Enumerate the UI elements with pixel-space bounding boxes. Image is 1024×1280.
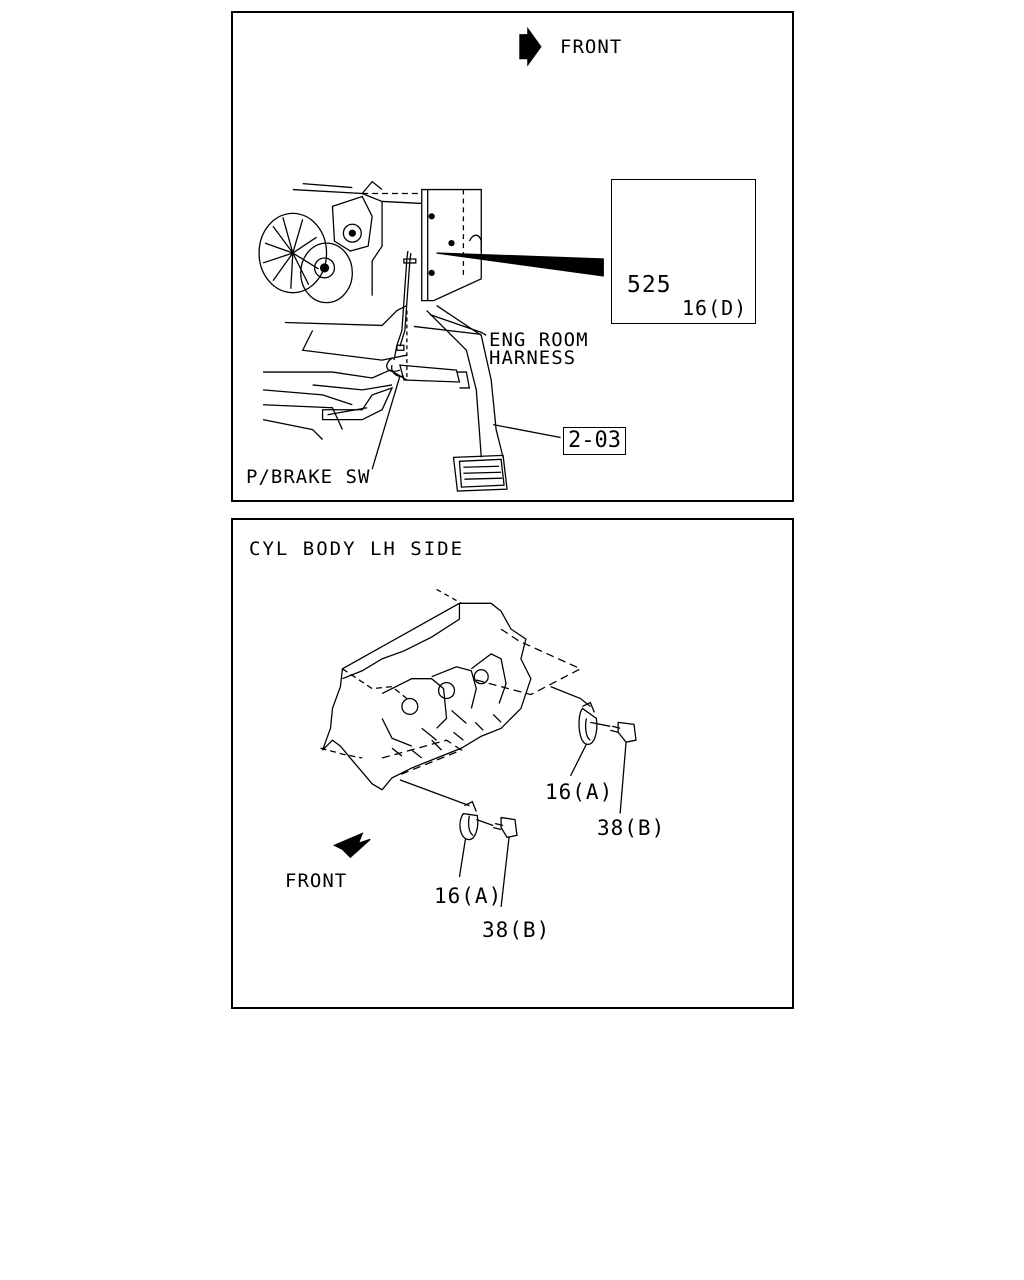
pedal-arm-drawing [391, 305, 508, 492]
front-label: FRONT [560, 36, 623, 58]
pedal-bracket-drawing [421, 188, 604, 302]
callout-38b-lower: 38(B) [482, 918, 551, 942]
brake-pedal-diagram-panel: FRONT ENG ROOM HARNESS P/BRAKE SW 2-03 5… [231, 11, 794, 502]
upper-clip-bolt-drawing [569, 701, 637, 814]
inset-detail-box: 525 16(D) [611, 179, 756, 324]
harness-wire-drawing [386, 250, 487, 372]
front-arrow-icon [519, 26, 542, 67]
part-number-16d: 16(D) [682, 296, 748, 320]
engine-fan-drawing [258, 180, 422, 440]
callout-16a-upper: 16(A) [545, 780, 614, 804]
callout-leaders [371, 325, 561, 470]
front-arrow-icon [332, 832, 371, 859]
reference-code-box: 2-03 [563, 427, 626, 455]
front-label: FRONT [285, 870, 348, 892]
lower-clip-bolt-drawing [458, 800, 518, 907]
eng-room-harness-label-line1: ENG ROOM [489, 329, 589, 351]
panel-title: CYL BODY LH SIDE [249, 538, 465, 560]
callout-38b-upper: 38(B) [597, 816, 666, 840]
cylinder-body-diagram-panel: CYL BODY LH SIDE FRONT 16(A) 38(B) 16(A)… [231, 518, 794, 1009]
brake-pedal-line-drawing [258, 26, 711, 492]
engine-block-drawing [320, 588, 591, 807]
callout-16a-lower: 16(A) [434, 884, 503, 908]
part-number-525: 525 [627, 272, 672, 298]
pbrake-switch-label: P/BRAKE SW [246, 466, 371, 488]
cylinder-body-line-drawing [320, 588, 637, 907]
eng-room-harness-label-line2: HARNESS [489, 347, 577, 369]
